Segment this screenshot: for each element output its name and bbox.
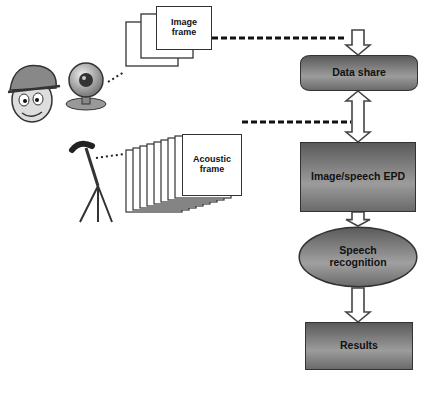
camera-icon xyxy=(66,63,106,110)
process-box: Image/speech EPD xyxy=(300,142,416,212)
storage-box: Data share xyxy=(300,55,418,91)
connector xyxy=(346,30,370,55)
frame-box: Image frame xyxy=(156,6,212,50)
node-label: Image frame xyxy=(159,18,209,38)
node-label: Speech recognition xyxy=(312,245,404,268)
node-label: Acoustic frame xyxy=(185,155,239,175)
leader-line xyxy=(108,72,124,82)
process-ellipse: Speech recognition xyxy=(298,226,418,288)
node-label: Results xyxy=(340,340,378,352)
leader-line xyxy=(96,154,124,158)
microphone-icon xyxy=(72,144,112,222)
connector xyxy=(242,121,351,124)
node-label: Data share xyxy=(332,67,386,79)
connector xyxy=(346,91,370,142)
user-face xyxy=(8,66,60,123)
connector xyxy=(346,212,370,226)
result-box: Results xyxy=(305,322,413,370)
connector xyxy=(346,288,370,322)
frame-box: Acoustic frame xyxy=(182,134,242,196)
node-label: Image/speech EPD xyxy=(311,171,405,183)
connector xyxy=(212,37,345,40)
